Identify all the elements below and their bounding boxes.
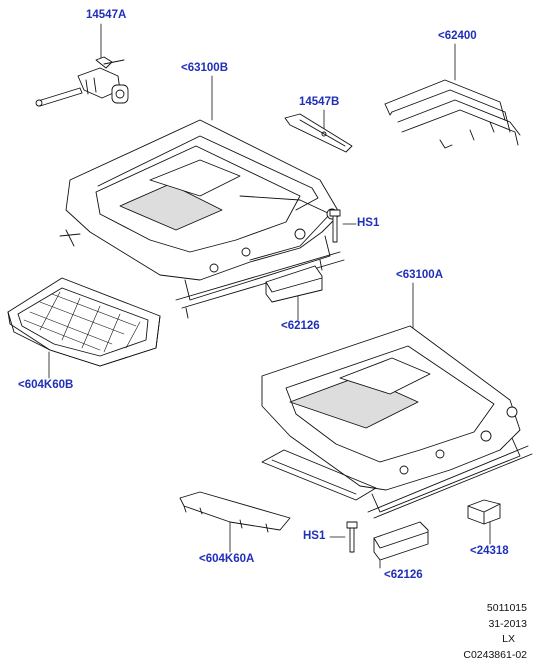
part-14547B-strap[interactable]	[284, 113, 353, 153]
callout-62400[interactable]: <62400	[438, 30, 477, 42]
part-63100A-seat-frame[interactable]	[261, 325, 533, 519]
part-14547A-lever[interactable]	[35, 56, 129, 107]
part-604K60A-bracket[interactable]	[179, 491, 291, 533]
footer-drawing-number: 5011015	[486, 602, 527, 614]
footer-date-code: 31-2013	[488, 618, 527, 630]
part-63100B-seat-frame[interactable]	[59, 119, 345, 319]
callout-604K60B[interactable]: <604K60B	[18, 379, 74, 391]
callout-14547A[interactable]: 14547A	[86, 9, 127, 21]
callout-63100A[interactable]: <63100A	[396, 269, 443, 281]
callout-62126-bottom[interactable]: <62126	[384, 569, 423, 581]
part-604K60B-panel[interactable]	[7, 277, 161, 367]
callout-HS1-top[interactable]: HS1	[357, 217, 380, 229]
part-HS1-bolt-bottom[interactable]	[346, 521, 358, 553]
callout-604K60A[interactable]: <604K60A	[199, 553, 255, 565]
callout-14547B[interactable]: 14547B	[299, 96, 340, 108]
part-24318-clip[interactable]	[467, 499, 501, 525]
part-62126-trim-bottom[interactable]	[373, 521, 429, 561]
footer-illustration-id: C0243861-02	[463, 649, 527, 661]
part-62126-trim-top[interactable]	[265, 265, 323, 303]
callout-HS1-bottom[interactable]: HS1	[303, 530, 326, 542]
part-62400-spring[interactable]	[384, 79, 521, 149]
callout-62126-top[interactable]: <62126	[281, 320, 320, 332]
part-HS1-bolt-top[interactable]	[329, 209, 341, 243]
callout-63100B[interactable]: <63100B	[181, 62, 228, 74]
callout-24318[interactable]: <24318	[470, 545, 509, 557]
footer-model-code: LX	[502, 633, 515, 645]
